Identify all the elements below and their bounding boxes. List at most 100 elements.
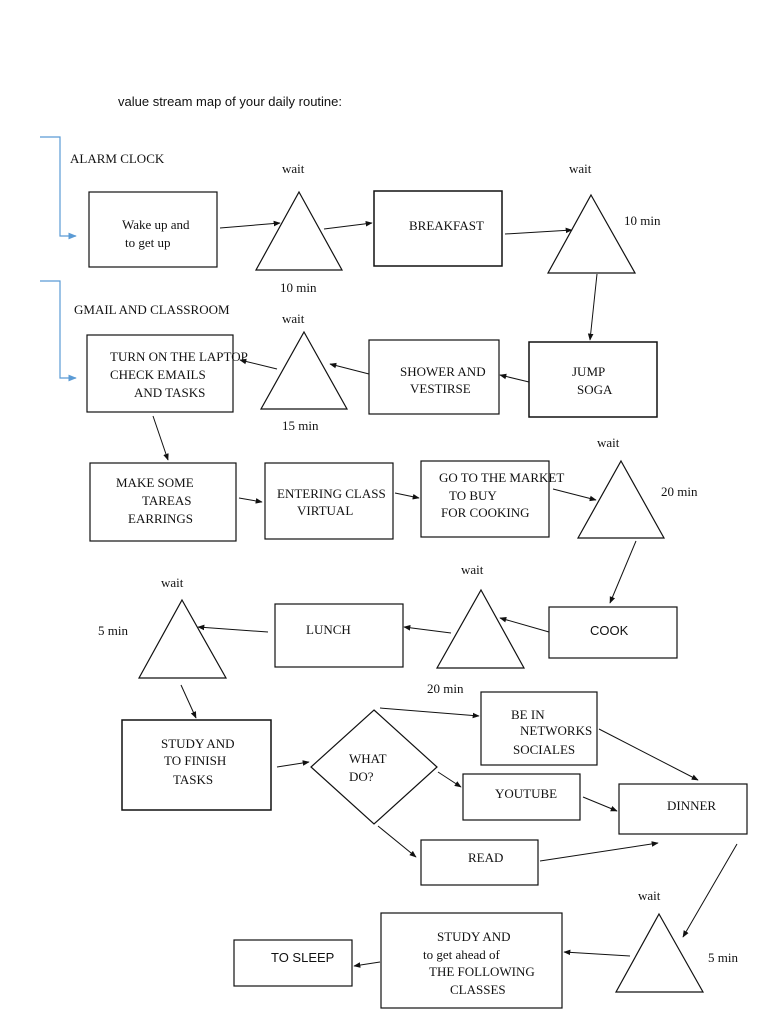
wait-time: 15 min [282,418,319,433]
box-line: COOK [590,623,629,638]
wait-label: wait [461,562,484,577]
box-line: DINNER [667,798,716,813]
flow-arrow [323,221,373,230]
flow-arrow [587,273,598,341]
alarm-clock-label: ALARM CLOCK [70,151,165,166]
box-shower: SHOWER AND VESTIRSE [368,339,500,415]
box-line: READ [468,850,503,865]
box-read: READ [420,839,539,886]
box-line: TO BUY [449,488,497,503]
flow-arrow [682,843,738,938]
svg-text:READ: READ [468,850,503,865]
page-title: value stream map of your daily routine: [118,94,342,109]
gmail-classroom-label: GMAIL AND CLASSROOM [74,302,230,317]
flow-arrow [353,961,381,968]
flow-arrow [219,220,281,229]
box-line: TO SLEEP [271,950,334,965]
box-line: TURN ON THE LAPTOP [110,349,248,364]
flow-arrow [239,358,278,370]
box-study-finish: STUDY AND TO FINISH TASKS [121,719,272,811]
box-line: BE IN [511,707,545,722]
wait-triangle [259,330,349,410]
wait-time: 5 min [98,623,128,638]
box-line: STUDY AND [437,929,511,944]
box-line: to get up [125,235,171,250]
box-line: SHOWER AND [400,364,486,379]
wait-triangle [254,190,344,271]
box-line: CHECK EMAILS [110,367,206,382]
box-line: SOCIALES [513,742,575,757]
flow-arrow [379,707,480,719]
wait-time: 20 min [427,681,464,696]
svg-text:COOK: COOK [590,623,629,638]
decision-line: WHAT [349,751,387,766]
box-line: SOGA [577,382,613,397]
box-line: to get ahead of [423,947,501,962]
box-jump-soga: JUMP SOGA [528,341,658,418]
flow-arrow [609,540,637,604]
box-line: NETWORKS [520,723,592,738]
flow-arrow [197,624,269,633]
decision-diamond: WHAT DO? [310,709,438,825]
flow-arrow [539,841,659,862]
wait-label: wait [569,161,592,176]
flow-arrow [394,492,420,500]
svg-text:TO SLEEP: TO SLEEP [271,950,334,965]
box-line: MAKE SOME [116,475,194,490]
svg-text:LUNCH: LUNCH [306,622,351,637]
flow-arrow [276,760,310,768]
flow-arrow [377,825,417,858]
flow-arrow [437,771,462,788]
box-dinner: DINNER [618,783,748,835]
box-line: VESTIRSE [410,381,471,396]
flow-arrow [180,684,197,719]
wait-label: wait [282,311,305,326]
box-line: TASKS [173,772,213,787]
wait-triangle [546,193,637,274]
box-line: GO TO THE MARKET [439,470,564,485]
flow-arrow [499,617,550,633]
box-line: VIRTUAL [297,503,353,518]
flow-arrow [563,949,631,957]
box-entering-class: ENTERING CLASS VIRTUAL [264,462,394,540]
box-line: TAREAS [142,493,192,508]
gmail-classroom-bracket [40,280,77,382]
box-line: ENTERING CLASS [277,486,386,501]
box-breakfast: BREAKFAST [373,190,503,267]
wait-triangle [137,598,228,679]
decision-line: DO? [349,769,374,784]
box-youtube: YOUTUBE [462,773,581,821]
wait-triangle [435,588,526,669]
flow-arrow [238,497,263,504]
wait-time: 10 min [624,213,661,228]
wait-label: wait [161,575,184,590]
box-market: GO TO THE MARKET TO BUY FOR COOKING [420,460,564,538]
box-line: CLASSES [450,982,506,997]
wait-label: wait [597,435,620,450]
box-tareas: MAKE SOME TAREAS EARRINGS [89,462,237,542]
box-line: LUNCH [306,622,351,637]
svg-text:BREAKFAST: BREAKFAST [409,218,484,233]
flow-arrow [152,415,169,461]
box-line: STUDY AND [161,736,235,751]
box-line: JUMP [572,364,605,379]
box-line: AND TASKS [134,385,205,400]
box-lunch: LUNCH [274,603,404,668]
box-line: FOR COOKING [441,505,529,520]
box-line: TO FINISH [164,753,226,768]
flow-arrow [504,227,573,235]
wait-time: 20 min [661,484,698,499]
box-line: EARRINGS [128,511,193,526]
